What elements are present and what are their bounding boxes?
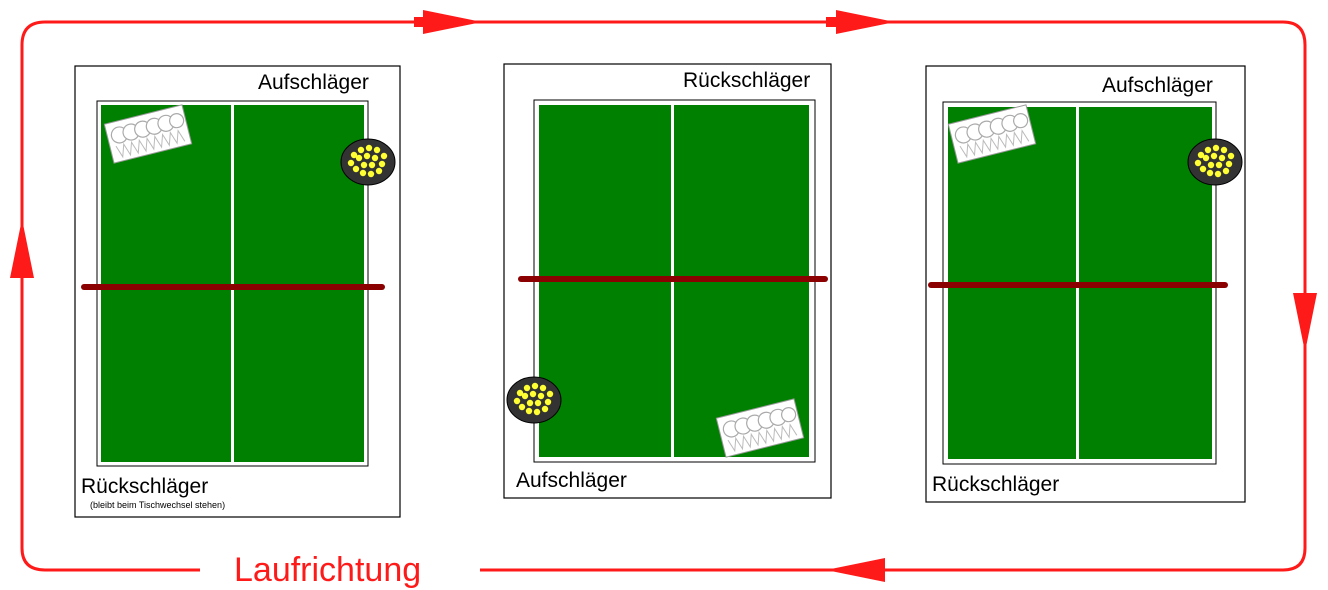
table-1-top-label: Aufschläger (258, 71, 369, 94)
ball-bowl-icon (1187, 138, 1243, 186)
center-line (231, 105, 234, 462)
arrow-up-icon (10, 219, 34, 278)
flow-loop-bottom-left (20, 225, 200, 572)
table-1-bottom-label: Rückschläger (81, 475, 209, 498)
arrow-tail (826, 17, 840, 27)
ball-bowl-icon (506, 376, 562, 424)
table-1 (74, 65, 401, 518)
arrow-tail (414, 17, 428, 27)
flow-loop-top-left (20, 20, 1307, 572)
arrow-down-icon (1293, 293, 1317, 352)
flow-loop (20, 20, 1307, 572)
table-2-top-label: Rückschläger (683, 69, 811, 92)
table-2 (503, 63, 832, 499)
arrow-right-icon (836, 10, 895, 34)
arrow-right-icon (423, 10, 482, 34)
ball-bowl-icon (340, 138, 396, 186)
table-2-bottom-label: Aufschläger (516, 469, 627, 492)
table-1-bottom-note: (bleibt beim Tischwechsel stehen) (90, 500, 226, 510)
arrow-left-icon (826, 558, 885, 582)
flow-arrowheads (10, 10, 1317, 582)
table-3 (925, 65, 1246, 503)
table-3-top-label: Aufschläger (1102, 74, 1213, 97)
table-3-bottom-label: Rückschläger (932, 473, 1060, 496)
flow-direction-label: Laufrichtung (234, 551, 422, 589)
